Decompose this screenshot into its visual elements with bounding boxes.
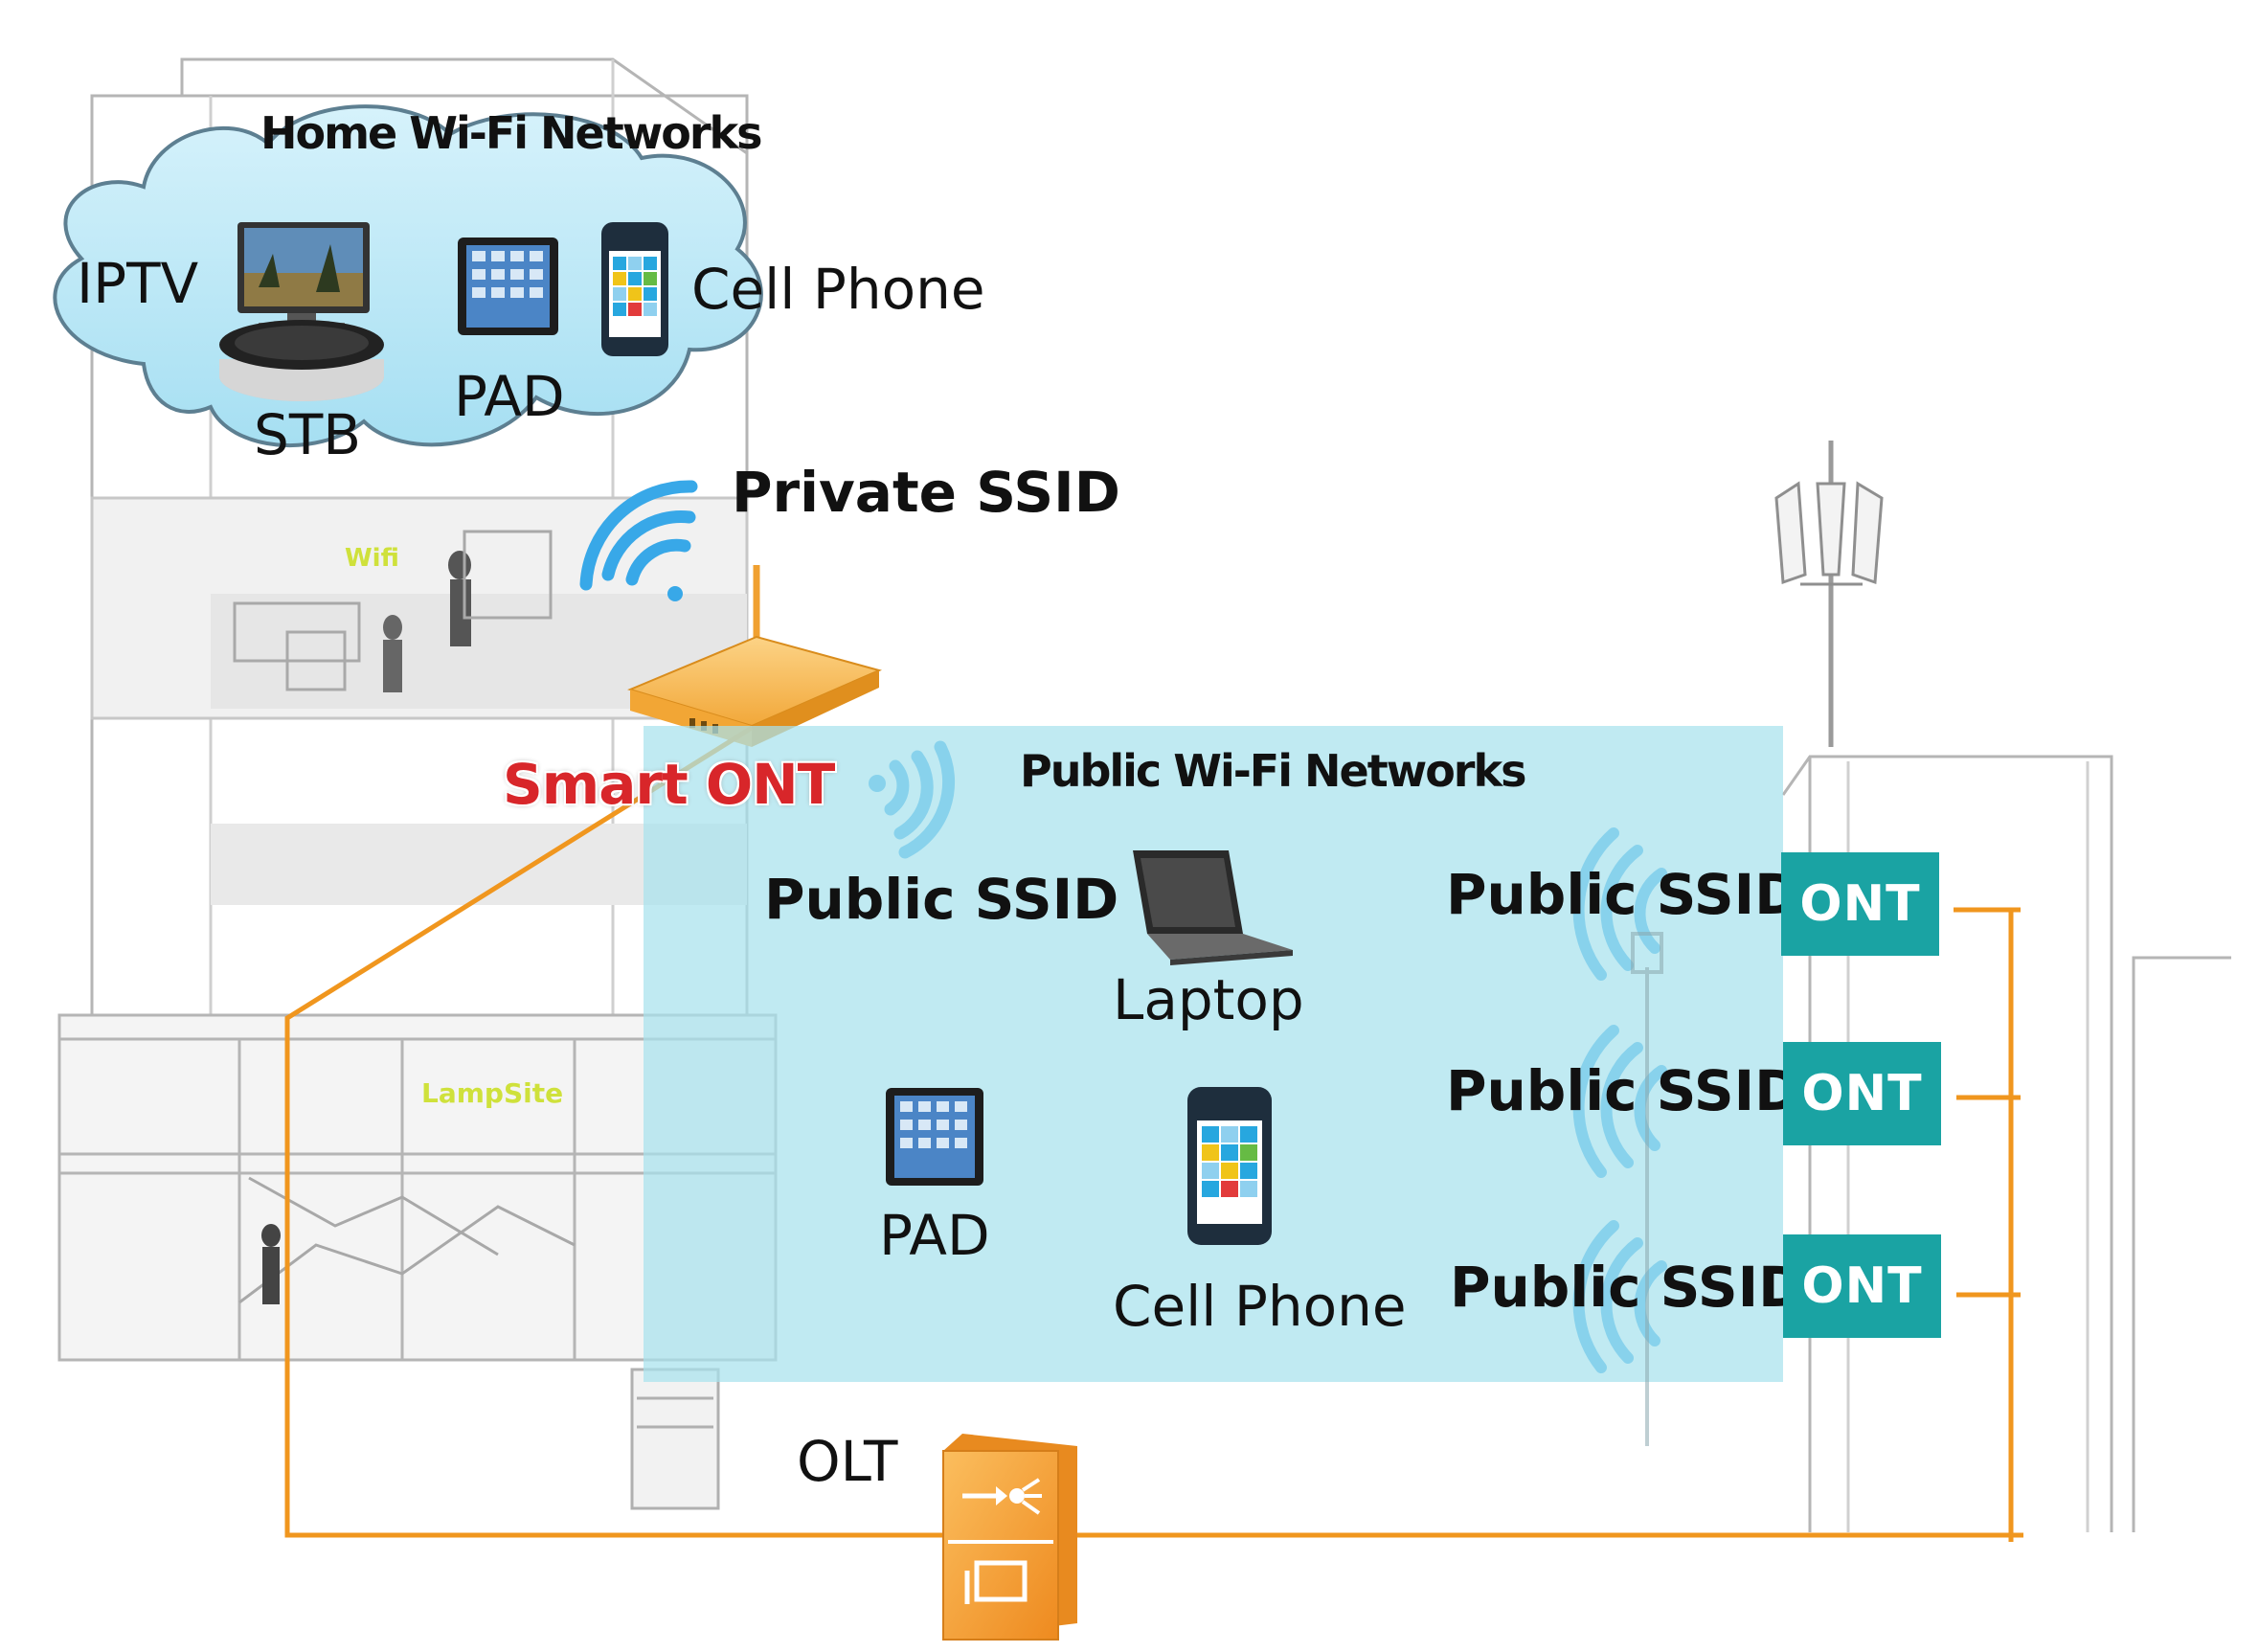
ap1-ssid-label: Public SSID xyxy=(1446,862,1801,927)
olt-device-icon xyxy=(942,1434,1077,1641)
iptv-label: IPTV xyxy=(77,251,199,316)
laptop-icon xyxy=(1133,850,1293,965)
wifi-wave-private-icon xyxy=(579,480,698,601)
tablet-icon xyxy=(458,238,558,335)
ont-box: ONT xyxy=(1783,1042,1941,1145)
laptop-label: Laptop xyxy=(1113,967,1304,1032)
lampsite-sign: LampSite xyxy=(421,1077,564,1109)
public-wifi-zone xyxy=(644,726,1783,1382)
tablet-public-icon xyxy=(886,1088,983,1186)
wifi-sign: Wifi xyxy=(345,544,399,573)
cell-phone-label: Cell Phone xyxy=(691,257,985,322)
set-top-box-icon xyxy=(219,320,384,401)
ont-box: ONT xyxy=(1781,852,1939,956)
stb-label: STB xyxy=(254,402,362,467)
private-ssid-label: Private SSID xyxy=(732,460,1120,525)
cell-phone-icon xyxy=(601,222,668,356)
ont-box: ONT xyxy=(1783,1234,1941,1338)
ap2-ssid-label: Public SSID xyxy=(1446,1058,1801,1123)
pad-public-label: PAD xyxy=(879,1203,990,1268)
right-building xyxy=(1774,441,2231,1532)
home-network-title: Home Wi-Fi Networks xyxy=(260,107,762,159)
pad-label: PAD xyxy=(454,364,565,429)
smart-ont-label: Smart ONT xyxy=(503,752,835,817)
olt-label: OLT xyxy=(797,1429,898,1494)
cell-phone-public-icon xyxy=(1187,1087,1272,1245)
cell-phone-public-label: Cell Phone xyxy=(1113,1274,1407,1339)
public-ssid-label: Public SSID xyxy=(764,867,1119,932)
public-network-title: Public Wi-Fi Networks xyxy=(1020,745,1526,797)
fiber-connections xyxy=(284,725,2023,1542)
ap3-ssid-label: Public SSID xyxy=(1450,1255,1805,1320)
